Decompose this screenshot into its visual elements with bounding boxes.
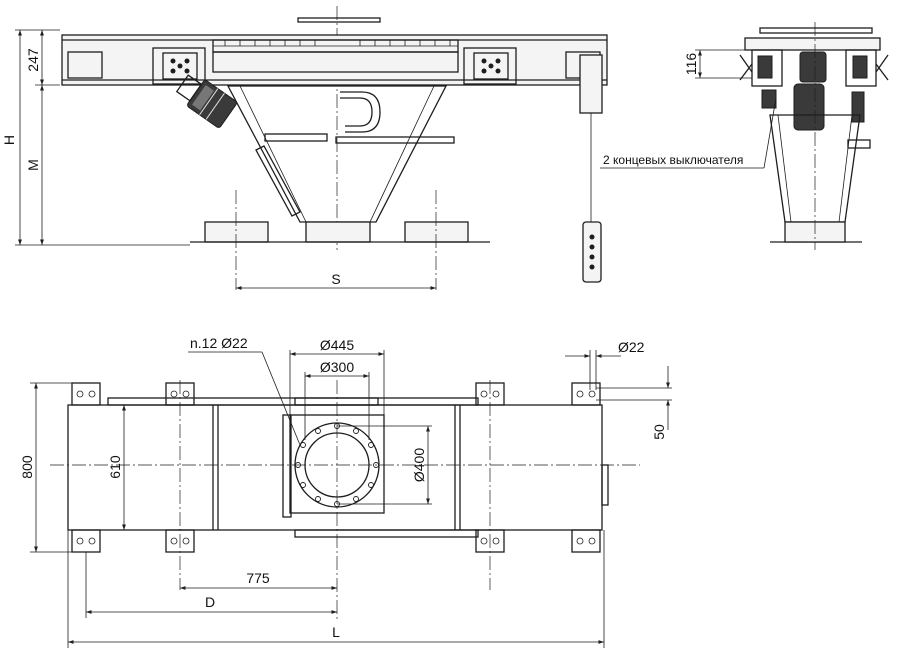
dim-116: 116 (683, 53, 699, 76)
side-gate (255, 145, 301, 217)
middle-beam (212, 51, 459, 73)
plan-feet (71, 382, 601, 553)
left-wheel-block (152, 47, 206, 85)
hopper-body (226, 85, 448, 223)
dim-50: 50 (651, 424, 667, 440)
rail-ticks (224, 40, 451, 46)
dim-775: 775 (246, 570, 270, 586)
flange-square (289, 414, 385, 514)
outlet-opening (304, 432, 370, 498)
side-left-wheel (751, 49, 783, 87)
dim-22: Ø22 (618, 339, 645, 355)
outlet-flange (305, 221, 371, 243)
dim-S: S (331, 271, 340, 287)
dim-400: Ø400 (411, 448, 427, 482)
gate-plate-left (264, 133, 328, 142)
right-wheel-block (463, 47, 517, 85)
foot-left (204, 221, 269, 243)
side-gearbox (799, 51, 827, 83)
front-view: H 247 M S (1, 6, 608, 290)
cable-loop (340, 91, 381, 133)
dim-L: L (332, 624, 340, 640)
dim-D: D (205, 594, 215, 610)
dim-H: H (1, 135, 17, 145)
dim-300: Ø300 (320, 359, 354, 375)
plan-body (67, 404, 603, 531)
flange-bolt-circle (294, 422, 380, 508)
foot-right (404, 221, 469, 243)
side-view: 116 2 концевых выключателя (600, 22, 889, 250)
holes-note: n.12 Ø22 (190, 335, 248, 351)
side-motor (793, 83, 825, 131)
side-right-wheel (845, 49, 877, 87)
gate-plate-right (335, 136, 455, 144)
dim-M: M (25, 159, 41, 171)
top-rail-plate (297, 17, 381, 23)
control-box (579, 54, 603, 114)
side-top-beam (744, 37, 881, 51)
dim-610: 610 (107, 455, 123, 479)
pendant-control (582, 221, 602, 283)
flange-bolt-holes (295, 423, 379, 507)
dim-800: 800 (19, 455, 35, 479)
dim-247: 247 (25, 48, 41, 72)
left-end-box (67, 51, 103, 79)
motor (175, 74, 237, 128)
limit-switches-note: 2 концевых выключателя (603, 153, 743, 167)
dim-445: Ø445 (320, 337, 354, 353)
main-frame (61, 34, 608, 86)
side-top-rail (759, 27, 873, 34)
plan-view: 800 610 Ø445 Ø300 Ø400 n.12 Ø22 Ø22 50 (19, 335, 672, 648)
